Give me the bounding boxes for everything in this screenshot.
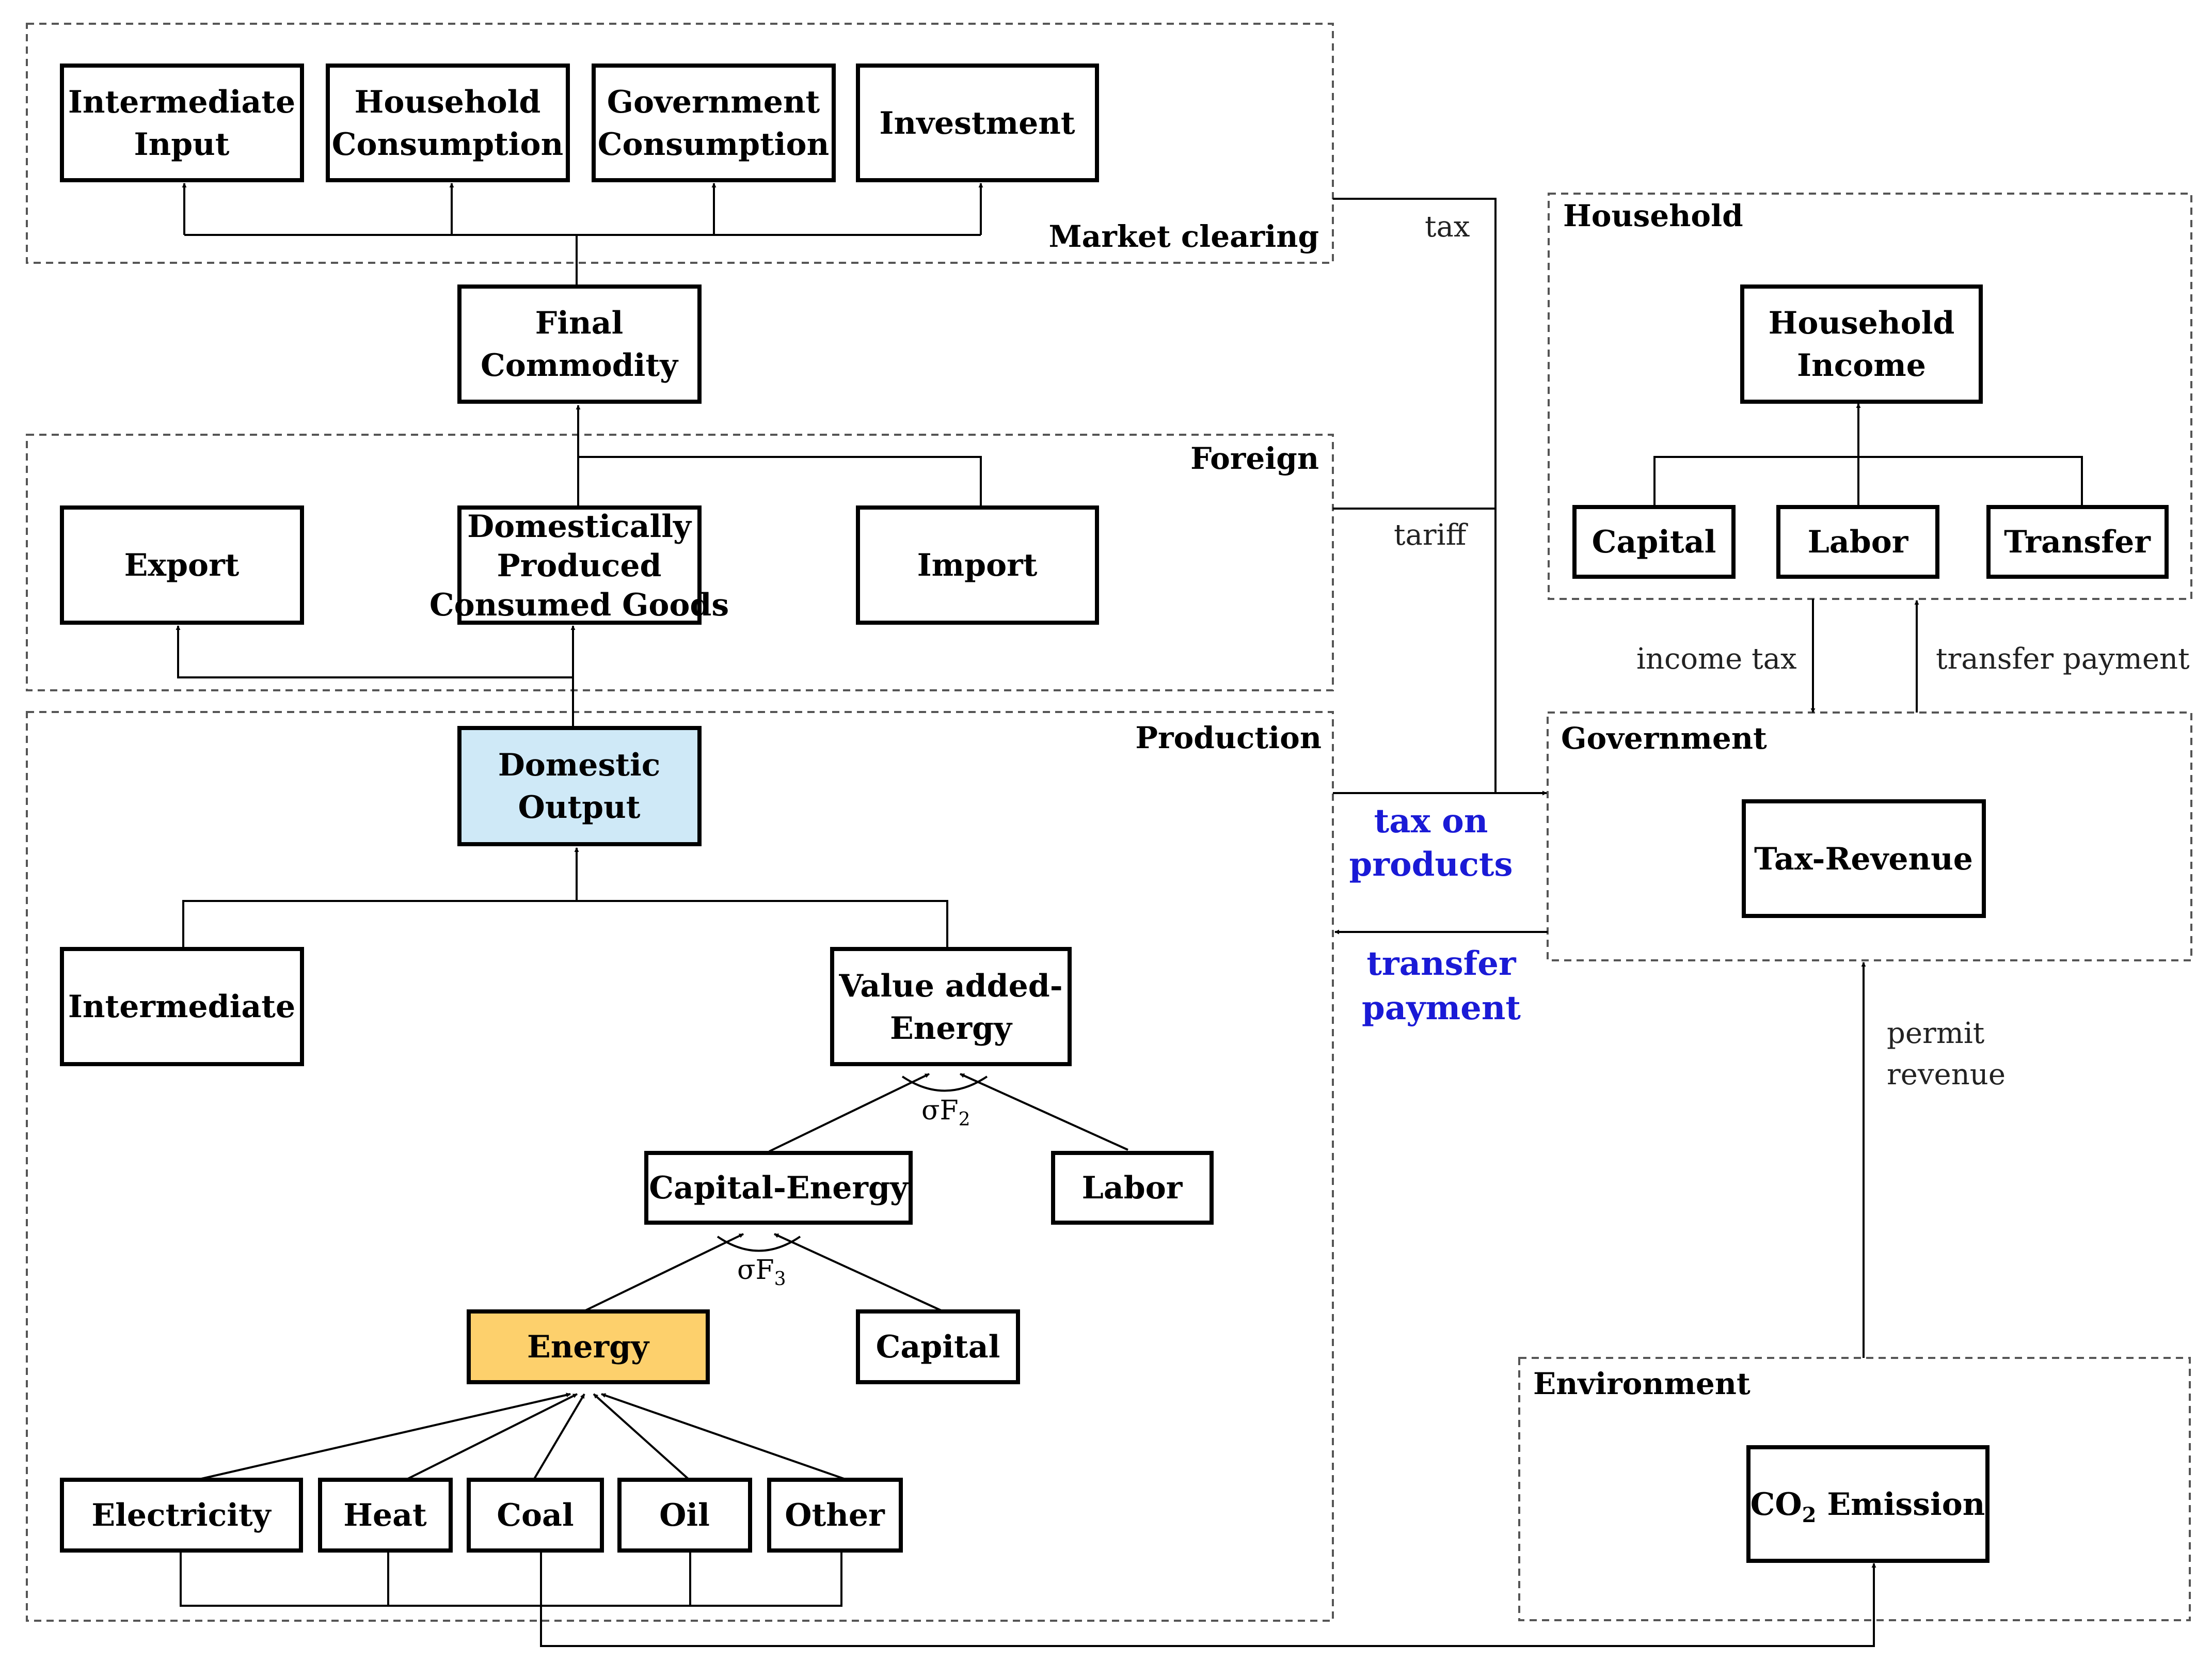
export-box: Export — [60, 505, 304, 625]
svg-text:Household: Household — [355, 84, 541, 120]
svg-text:Capital-Energy: Capital-Energy — [649, 1170, 909, 1206]
household-label: Household — [1563, 198, 1743, 233]
svg-text:Energy: Energy — [890, 1010, 1013, 1047]
co2-emission-label: CO2 Emission — [1750, 1486, 1985, 1527]
capital-production-box: Capital — [856, 1309, 1020, 1384]
heat-box: Heat — [318, 1478, 453, 1553]
svg-text:Export: Export — [124, 547, 240, 583]
import-box: Import — [856, 505, 1099, 625]
government-consumption-box: Government Consumption — [592, 64, 836, 182]
svg-text:Electricity: Electricity — [91, 1497, 272, 1533]
transfer-payment-household-label: transfer payment — [1936, 642, 2190, 676]
svg-text:Capital: Capital — [876, 1329, 1000, 1365]
svg-text:Import: Import — [917, 547, 1038, 583]
production-region: Production — [26, 711, 1334, 1622]
permit-revenue-label-1: permit — [1887, 1017, 1985, 1050]
tax-label: tax — [1425, 210, 1470, 244]
sigma-f3-label: σF3 — [737, 1255, 786, 1290]
foreign-label: Foreign — [1190, 441, 1319, 476]
svg-text:Consumption: Consumption — [332, 126, 563, 163]
environment-region: Environment — [1518, 1357, 2191, 1621]
final-commodity-box: Final Commodity — [457, 284, 702, 404]
svg-text:Government: Government — [607, 84, 820, 120]
environment-label: Environment — [1533, 1366, 1750, 1401]
svg-text:Labor: Labor — [1808, 524, 1909, 560]
svg-text:Labor: Labor — [1082, 1170, 1183, 1206]
market-clearing-label: Market clearing — [1048, 219, 1319, 254]
production-label: Production — [1135, 720, 1322, 755]
svg-text:Consumed Goods: Consumed Goods — [429, 587, 729, 623]
svg-text:Intermediate: Intermediate — [68, 84, 295, 120]
svg-text:Investment: Investment — [879, 105, 1075, 141]
svg-text:Domestic: Domestic — [498, 747, 661, 783]
svg-text:Capital: Capital — [1592, 524, 1716, 560]
connectors — [176, 183, 2083, 1647]
svg-text:Oil: Oil — [659, 1497, 710, 1533]
svg-text:Consumption: Consumption — [598, 126, 829, 163]
domestic-goods-box: Domestically Produced Consumed Goods — [429, 505, 729, 625]
svg-text:Intermediate: Intermediate — [68, 989, 295, 1025]
coal-box: Coal — [467, 1478, 604, 1553]
government-label: Government — [1561, 721, 1767, 756]
svg-text:Income: Income — [1797, 347, 1926, 384]
svg-text:Domestically: Domestically — [467, 509, 692, 545]
intermediate-box: Intermediate — [60, 947, 304, 1066]
svg-text:Input: Input — [134, 126, 230, 163]
intermediate-input-box: Intermediate Input — [60, 64, 304, 182]
svg-text:Household: Household — [1769, 305, 1955, 341]
oil-box: Oil — [617, 1478, 752, 1553]
foreign-region: Foreign — [26, 434, 1334, 691]
household-consumption-box: Household Consumption — [326, 64, 570, 182]
transfer-payment-production-label-2: payment — [1362, 989, 1521, 1027]
svg-text:Other: Other — [785, 1497, 885, 1533]
svg-text:Coal: Coal — [497, 1497, 574, 1533]
svg-text:Commodity: Commodity — [481, 347, 679, 384]
income-tax-label: income tax — [1636, 642, 1797, 676]
capital-energy-box: Capital-Energy — [644, 1151, 913, 1225]
svg-text:Produced: Produced — [497, 548, 662, 584]
market-clearing-region: Market clearing — [26, 23, 1334, 264]
tax-on-products-label-1: tax on — [1374, 802, 1488, 841]
transfer-payment-production-label-1: transfer — [1366, 944, 1517, 983]
svg-text:Tax-Revenue: Tax-Revenue — [1754, 841, 1973, 877]
investment-box: Investment — [856, 64, 1099, 182]
household-income-box: Household Income — [1740, 284, 1983, 404]
value-added-energy-box: Value added- Energy — [830, 947, 1072, 1066]
domestic-output-box: Domestic Output — [457, 726, 702, 846]
energy-box: Energy — [467, 1309, 710, 1384]
labor-household-box: Labor — [1776, 505, 1939, 579]
svg-text:Output: Output — [518, 789, 641, 826]
labor-production-box: Labor — [1051, 1151, 1214, 1225]
capital-household-box: Capital — [1572, 505, 1736, 579]
sigma-f2-label: σF2 — [921, 1095, 970, 1130]
svg-text:Value added-: Value added- — [838, 968, 1062, 1004]
co2-emission-box: CO2 Emission — [1746, 1445, 1990, 1563]
government-region: Government — [1547, 711, 2192, 961]
other-box: Other — [767, 1478, 903, 1553]
permit-revenue-label-2: revenue — [1887, 1058, 2006, 1091]
household-region: Household — [1548, 193, 2192, 600]
tariff-label: tariff — [1394, 518, 1469, 552]
electricity-box: Electricity — [60, 1478, 303, 1553]
transfer-household-box: Transfer — [1986, 505, 2169, 579]
svg-text:Transfer: Transfer — [2004, 524, 2151, 560]
svg-text:Final: Final — [535, 305, 624, 341]
svg-text:Energy: Energy — [527, 1329, 650, 1365]
svg-text:Heat: Heat — [343, 1497, 427, 1533]
tax-revenue-box: Tax-Revenue — [1742, 799, 1986, 918]
tax-on-products-label-2: products — [1349, 845, 1513, 884]
